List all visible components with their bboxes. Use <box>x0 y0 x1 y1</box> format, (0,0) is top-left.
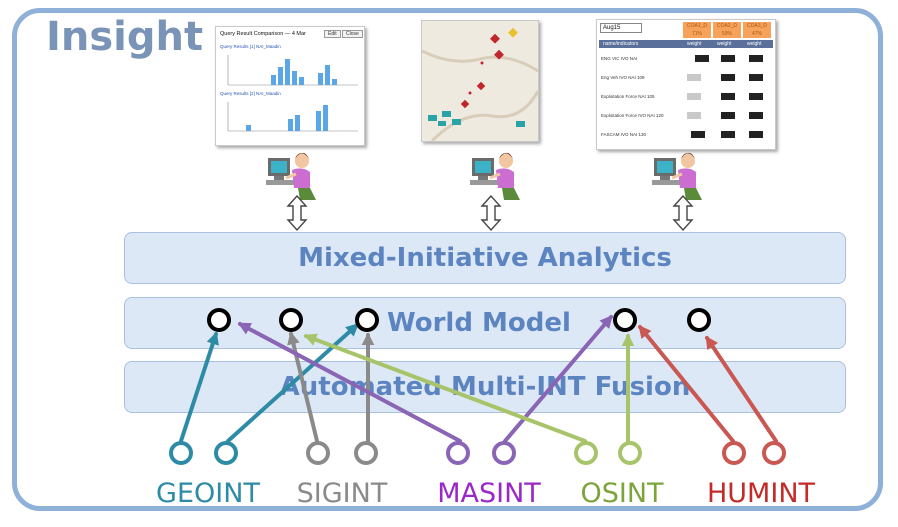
coa-table-thumbnail: Aug15 COA1_D 71% COA2_D 59% COA3_D 47% n… <box>596 19 776 150</box>
analyst-icon <box>468 151 522 202</box>
analyst-icon <box>650 151 704 202</box>
sigint-source-node <box>354 441 378 465</box>
masint-label: MASINT <box>437 478 541 509</box>
close-button[interactable]: Close <box>342 30 363 38</box>
osint-label: OSINT <box>580 478 664 509</box>
analytics-label: Mixed-Initiative Analytics <box>298 243 672 273</box>
query-histograms <box>227 55 358 132</box>
masint-source-node <box>446 441 470 465</box>
analytics-layer: Mixed-Initiative Analytics <box>124 232 846 284</box>
map-thumbnail <box>421 20 539 142</box>
table-row: FASCAM IVO NAI 130 <box>601 132 647 137</box>
masint-source-node <box>492 441 516 465</box>
geoint-source-node <box>214 441 238 465</box>
osint-source-node <box>618 441 642 465</box>
masint-arrow <box>503 315 613 443</box>
world-model-node <box>613 308 637 332</box>
query-title: Query Result Comparison — 4 Mar <box>220 31 306 37</box>
humint-source-node <box>762 441 786 465</box>
geoint-arrow <box>179 331 219 443</box>
geoint-label: GEOINT <box>156 478 260 509</box>
coa1-header: COA1_D 71% <box>683 22 711 38</box>
table-header: name/indicators weight weight weight <box>599 40 773 48</box>
world-model-node <box>279 308 303 332</box>
geoint-source-node <box>169 441 193 465</box>
world-model-node <box>207 308 231 332</box>
geoint-arrow <box>226 323 359 443</box>
bidirectional-arrow-icon <box>673 195 693 231</box>
edit-button[interactable]: Edit <box>324 30 341 38</box>
humint-arrow <box>638 325 735 443</box>
fusion-label: Automated Multi-INT Fusion <box>279 372 691 402</box>
sigint-source-node <box>306 441 330 465</box>
coa3-header: COA3_D 47% <box>743 22 771 38</box>
world-model-label: World Model <box>387 308 571 338</box>
analyst-icon <box>264 151 318 202</box>
world-model-node <box>355 308 379 332</box>
world-model-node <box>687 308 711 332</box>
table-row: Exploitation Force IVO NAI 120 <box>601 113 664 118</box>
masint-arrow <box>237 322 462 443</box>
sigint-label: SIGINT <box>296 478 388 509</box>
coa2-header: COA2_D 59% <box>713 22 741 38</box>
bidirectional-arrow-icon <box>481 195 501 231</box>
humint-arrow <box>705 335 778 443</box>
query-link-1[interactable]: Query Results [1] NAI_Maadin <box>220 44 281 49</box>
query-result-thumbnail: Query Result Comparison — 4 Mar Edit Clo… <box>215 26 365 146</box>
table-row: Exploitation Force NAI 105 <box>601 94 655 99</box>
diagram-title: Insight <box>46 14 204 60</box>
table-row: ENG VIC IVO NAI <box>601 56 638 61</box>
osint-arrow <box>303 333 587 443</box>
osint-source-node <box>574 441 598 465</box>
humint-source-node <box>722 441 746 465</box>
sigint-arrow <box>287 331 319 443</box>
query-link-2[interactable]: Query Results [2] NAI_Maadin <box>220 91 281 96</box>
humint-label: HUMINT <box>706 478 816 509</box>
bidirectional-arrow-icon <box>287 195 307 231</box>
table-row: Eng Veh IVO NAI 109 <box>601 75 645 80</box>
date-field[interactable]: Aug15 <box>600 23 642 33</box>
